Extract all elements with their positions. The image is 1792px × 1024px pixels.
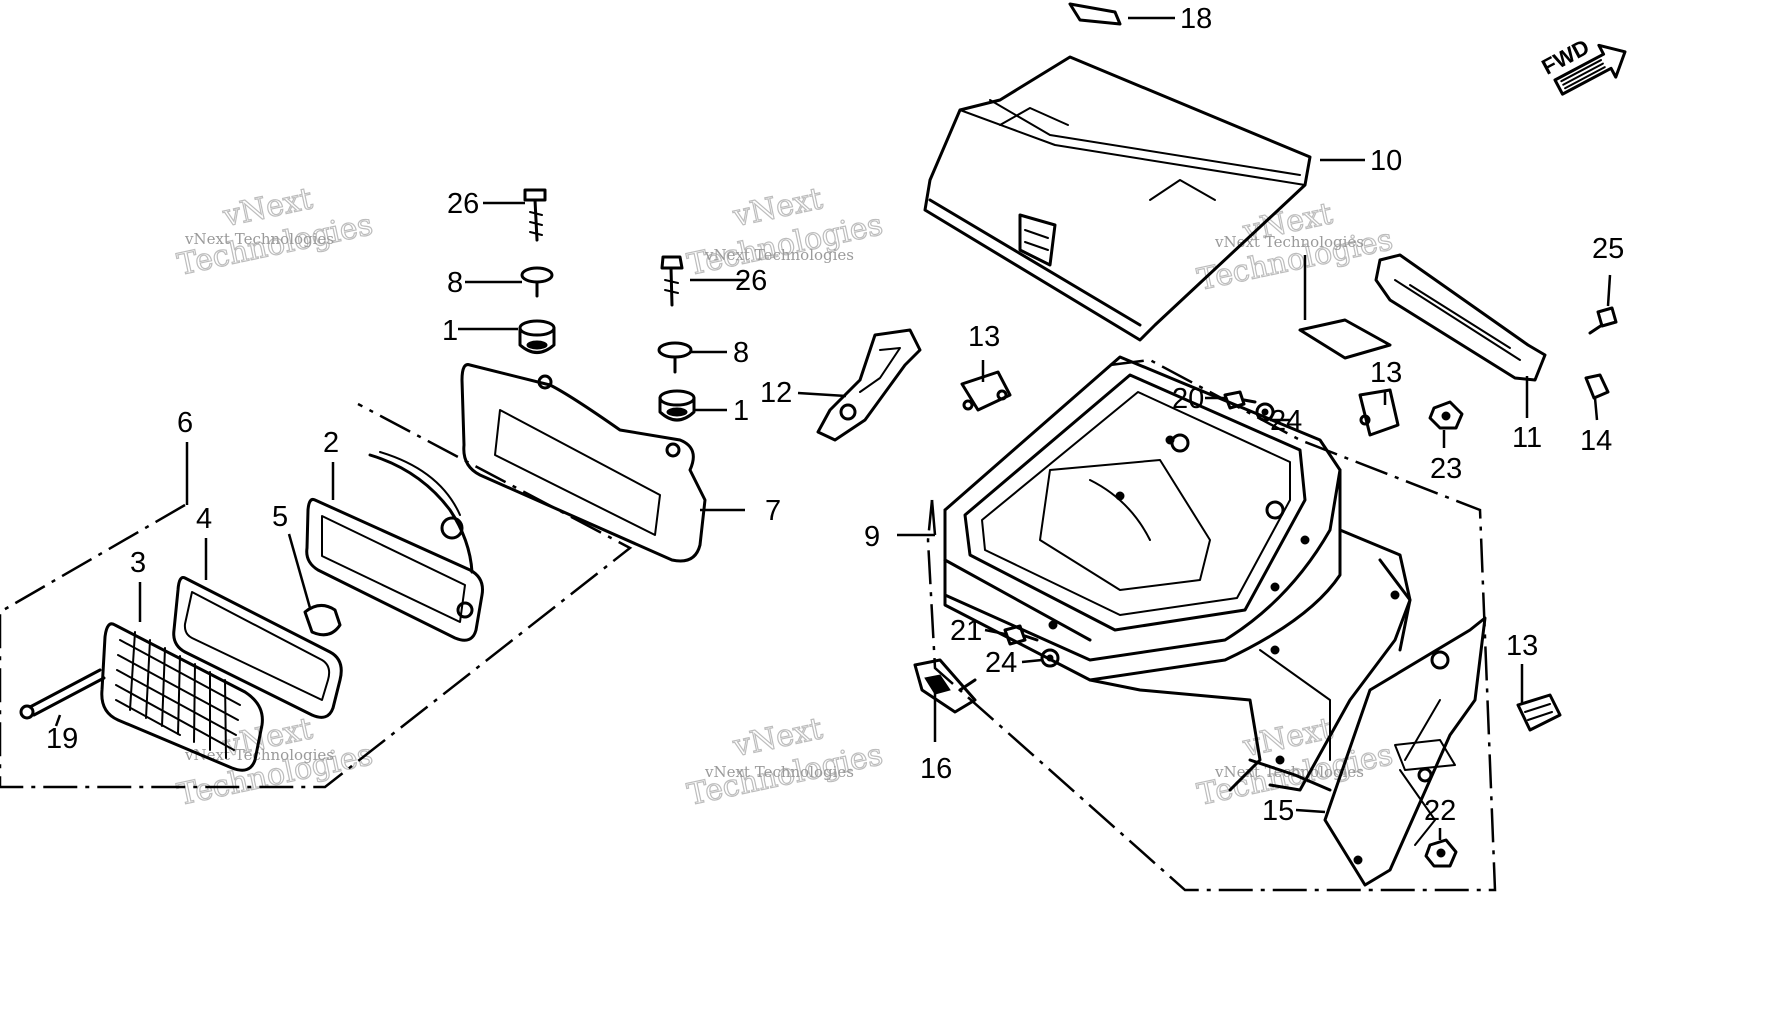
bolt-20 [1223, 390, 1257, 410]
hinge-13-c [1516, 693, 1562, 732]
callout-4: 4 [196, 503, 212, 535]
latch-12 [816, 328, 922, 442]
light-base [305, 451, 484, 642]
callout-24: 24 [1270, 405, 1302, 437]
tail-light-assembly [0, 188, 707, 789]
bolt-26-left [523, 188, 547, 242]
tail-lens [100, 622, 264, 772]
watermark: Technologies vNext [174, 181, 377, 284]
trunk-box [943, 355, 1412, 792]
nut-23 [1428, 400, 1464, 430]
pad-plate [1298, 318, 1392, 360]
bracket-7 [460, 363, 707, 563]
callout-9: 9 [864, 521, 880, 553]
emblem-plate-18 [1068, 2, 1122, 26]
callout-12: 12 [760, 377, 792, 409]
callout-21: 21 [950, 615, 982, 647]
grommet-1-right [658, 389, 696, 422]
hinge-13-a [960, 370, 1012, 412]
callout-25: 25 [1592, 233, 1624, 265]
bracket-15 [1323, 616, 1487, 887]
fwd-arrow-icon: FWD [1537, 34, 1627, 96]
callout-20: 20 [1172, 383, 1204, 415]
watermark: Technologies vNext [684, 711, 887, 814]
callout-26: 26 [447, 188, 479, 220]
callout-1: 1 [442, 315, 458, 347]
watermark-small-text: vNext Technologies [184, 230, 334, 248]
clip-16 [913, 658, 977, 714]
callout-16: 16 [920, 753, 952, 785]
watermark-small-text: vNext Technologies [704, 246, 854, 264]
callout-13: 13 [968, 321, 1000, 353]
callout-3: 3 [130, 547, 146, 579]
watermark: Technologies vNext [684, 181, 887, 284]
leader-lines [54, 16, 1612, 840]
callout-10: 10 [1370, 145, 1402, 177]
screw-19 [19, 668, 106, 720]
watermark-small-text: vNext Technologies [1214, 233, 1364, 251]
nut-24-bottom [1040, 648, 1060, 668]
callout-6: 6 [177, 407, 193, 439]
callout-26: 26 [735, 265, 767, 297]
nut-22 [1424, 838, 1458, 868]
group-boundary-9 [926, 358, 1497, 892]
bolt-14 [1584, 373, 1610, 400]
watermarks: Technologies vNext vNext Technologies Te… [174, 181, 1397, 814]
callout-19: 19 [46, 723, 78, 755]
callout-8: 8 [447, 267, 463, 299]
hinge-13-b [1358, 388, 1400, 437]
washer-8-right [657, 341, 693, 374]
bolt-21 [1003, 624, 1039, 646]
callouts: 26 8 1 26 8 1 12 7 6 2 4 5 3 19 18 10 11… [46, 3, 1624, 827]
grommet-1-left [518, 319, 556, 354]
handle-rail-11 [1374, 253, 1547, 382]
callout-22: 22 [1424, 795, 1456, 827]
washer-8-left [520, 266, 554, 298]
trunk-lid [923, 55, 1312, 342]
callout-8: 8 [733, 337, 749, 369]
callout-1: 1 [733, 395, 749, 427]
bolt-25 [1588, 306, 1618, 335]
callout-7: 7 [765, 495, 781, 527]
callout-5: 5 [272, 501, 288, 533]
callout-11: 11 [1512, 422, 1542, 454]
callout-15: 15 [1262, 795, 1294, 827]
watermark-small-text: vNext Technologies [184, 746, 334, 764]
callout-14: 14 [1580, 425, 1612, 457]
bulb [303, 604, 342, 637]
lens-gasket [172, 576, 343, 719]
callout-23: 23 [1430, 453, 1462, 485]
watermark-small-text: vNext Technologies [704, 763, 854, 781]
bolt-26-right [660, 255, 684, 307]
group-boundary-6 [0, 402, 633, 789]
callout-18: 18 [1180, 3, 1212, 35]
callout-24: 24 [985, 647, 1017, 679]
callout-13: 13 [1370, 357, 1402, 389]
callout-13: 13 [1506, 630, 1538, 662]
callout-2: 2 [323, 427, 339, 459]
